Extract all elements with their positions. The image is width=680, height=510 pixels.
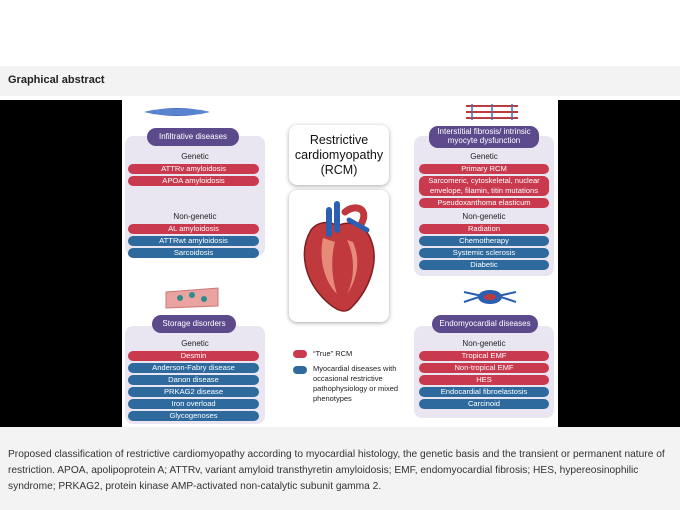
- pill-attrwt-amyloidosis: ATTRwt amyloidosis: [128, 236, 259, 246]
- legend-red-label: “True” RCM: [313, 349, 353, 358]
- pill-pseudoxanthoma: Pseudoxanthoma elasticum: [419, 198, 549, 208]
- interstitial-nongenetic-heading: Non-genetic: [462, 212, 506, 221]
- section-header-bar: Graphical abstract: [0, 66, 680, 96]
- storage-cell-icon: [165, 287, 219, 309]
- pill-prkag2: PRKAG2 disease: [128, 387, 259, 397]
- sarcomere-icon: [466, 104, 518, 120]
- pill-endocardial-fibroelastosis: Endocardial fibroelastosis: [419, 387, 549, 397]
- infiltrative-genetic-heading: Genetic: [181, 152, 209, 161]
- legend-red-swatch: [293, 350, 307, 358]
- pill-desmin: Desmin: [128, 351, 259, 361]
- pill-apoa-amyloidosis: APOA amyloidosis: [128, 176, 259, 186]
- graphical-abstract-figure: Infiltrative diseases Genetic ATTRv amyl…: [0, 100, 680, 427]
- interstitial-genetic-heading: Genetic: [470, 152, 498, 161]
- legend-blue-label: Myocardial diseases with occasional rest…: [313, 364, 399, 403]
- legend-blue-swatch: [293, 366, 307, 374]
- pill-iron-overload: Iron overload: [128, 399, 259, 409]
- abstract-canvas: Infiltrative diseases Genetic ATTRv amyl…: [122, 100, 558, 427]
- interstitial-title: Interstitial fibrosis/ intrinsic myocyte…: [429, 126, 539, 148]
- infiltrative-nongenetic-heading: Non-genetic: [173, 212, 217, 221]
- pill-systemic-sclerosis: Systemic sclerosis: [419, 248, 549, 258]
- pill-danon: Danon disease: [128, 375, 259, 385]
- pill-al-amyloidosis: AL amyloidosis: [128, 224, 259, 234]
- pill-non-tropical-emf: Non-tropical EMF: [419, 363, 549, 373]
- figure-caption: Proposed classification of restrictive c…: [0, 427, 680, 510]
- pill-sarcomeric-mutations: Sarcomeric, cytoskeletal, nuclear envelo…: [419, 176, 549, 196]
- pill-diabetic: Diabetic: [419, 260, 549, 270]
- pill-radiation: Radiation: [419, 224, 549, 234]
- pill-glycogenoses: Glycogenoses: [128, 411, 259, 421]
- pill-anderson-fabry: Anderson-Fabry disease: [128, 363, 259, 373]
- storage-genetic-heading: Genetic: [181, 339, 209, 348]
- infiltrative-title: Infiltrative diseases: [147, 128, 239, 146]
- pill-attrv-amyloidosis: ATTRv amyloidosis: [128, 164, 259, 174]
- pill-primary-rcm: Primary RCM: [419, 164, 549, 174]
- endomyocardial-cell-icon: [463, 290, 517, 304]
- pill-carcinoid: Carcinoid: [419, 399, 549, 409]
- storage-title: Storage disorders: [152, 315, 236, 333]
- endomyocardial-nongenetic-heading: Non-genetic: [462, 339, 506, 348]
- section-title: Graphical abstract: [8, 74, 105, 86]
- pill-chemotherapy: Chemotherapy: [419, 236, 549, 246]
- muscle-fiber-icon: [144, 108, 210, 116]
- heart-illustration: [289, 190, 389, 322]
- pill-hes: HES: [419, 375, 549, 385]
- pill-tropical-emf: Tropical EMF: [419, 351, 549, 361]
- rcm-title: Restrictive cardiomyopathy (RCM): [289, 125, 389, 185]
- endomyocardial-title: Endomyocardial diseases: [432, 315, 538, 333]
- heart-icon: [303, 201, 375, 312]
- pill-sarcoidosis: Sarcoidosis: [128, 248, 259, 258]
